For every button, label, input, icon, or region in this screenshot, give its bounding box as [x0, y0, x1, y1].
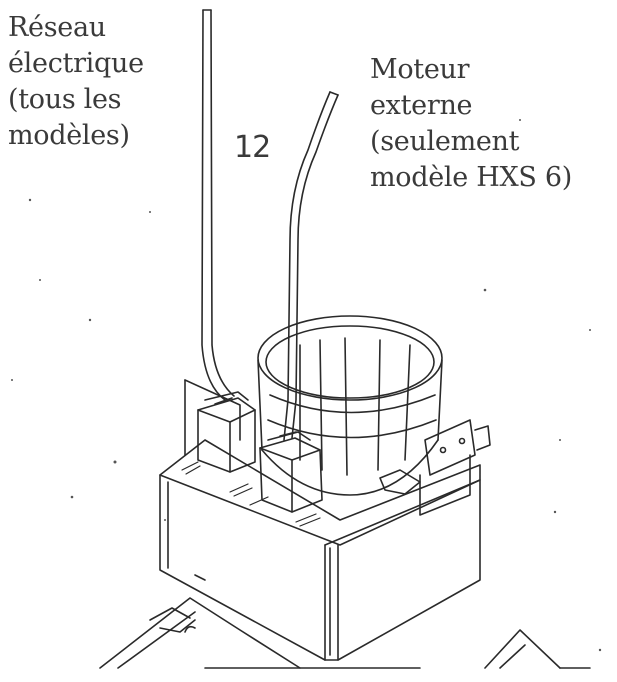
terminal-plate	[424, 419, 491, 476]
mains-cable	[201, 9, 235, 401]
label-line: Moteur	[370, 54, 470, 85]
external-motor-label: Moteur externe (seulement modèle HXS 6)	[370, 52, 572, 196]
motor-cable	[283, 91, 339, 441]
connector-box-left	[197, 391, 256, 473]
callout-number: 12	[234, 130, 271, 165]
label-line: modèles)	[8, 120, 130, 151]
label-line: électrique	[8, 48, 144, 79]
duct-housing	[257, 315, 443, 496]
scan-speckles	[11, 119, 602, 652]
label-line: modèle HXS 6)	[370, 162, 572, 193]
label-line: Réseau	[8, 12, 106, 43]
label-line: (seulement	[370, 126, 520, 157]
label-line: externe	[370, 90, 473, 121]
cabinet	[159, 379, 481, 661]
terminal-markings	[181, 461, 321, 527]
label-line: (tous les	[8, 84, 122, 115]
connector-box-right	[259, 431, 323, 513]
base-frame	[99, 597, 591, 669]
mains-network-label: Réseau électrique (tous les modèles)	[8, 10, 144, 154]
